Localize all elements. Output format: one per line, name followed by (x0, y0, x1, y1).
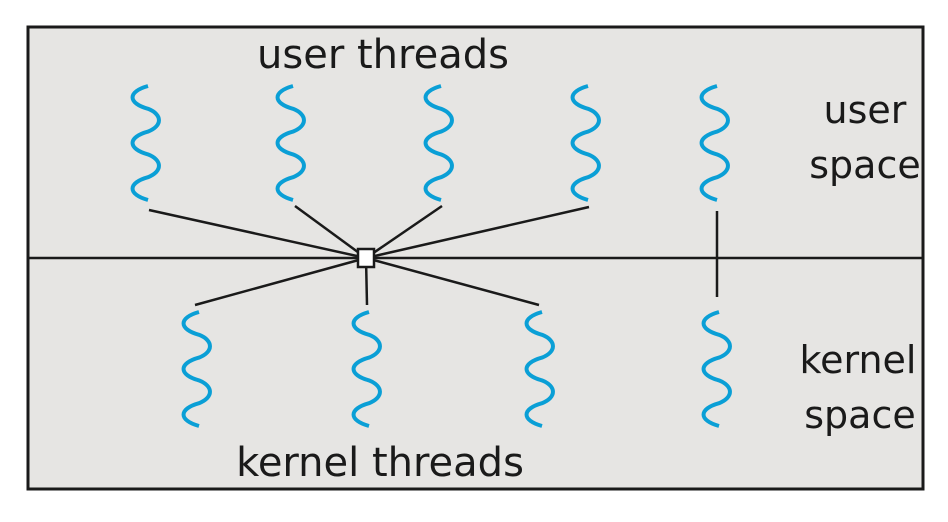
kernel-thread-icon (181, 310, 212, 428)
connection-line (365, 256, 540, 307)
user-thread-icon (699, 84, 730, 202)
kernel-threads-group (181, 310, 732, 428)
user-thread-icon (423, 84, 454, 202)
lwp-multiplexer (356, 247, 376, 269)
connection-line (194, 256, 367, 307)
kernel-space-label-line1: kernel (799, 338, 916, 382)
kernel-threads-label: kernel threads (236, 440, 524, 486)
user-threads-group (130, 84, 730, 202)
user-threads-label: user threads (257, 32, 509, 78)
connection-line (365, 205, 590, 260)
user-thread-icon (130, 84, 161, 202)
user-thread-icon (275, 84, 306, 202)
user-space-label-line2: space (809, 143, 920, 187)
user-space-label-line1: user (824, 88, 907, 132)
kernel-space-label-line2: space (804, 393, 915, 437)
connection-line (294, 204, 367, 260)
kernel-thread-icon (524, 310, 555, 428)
kernel-thread-icon (701, 310, 732, 428)
kernel-thread-icon (351, 310, 382, 428)
connection-line (148, 208, 367, 260)
connection-line (365, 204, 443, 260)
user-connections (148, 204, 590, 260)
user-thread-icon (570, 84, 601, 202)
